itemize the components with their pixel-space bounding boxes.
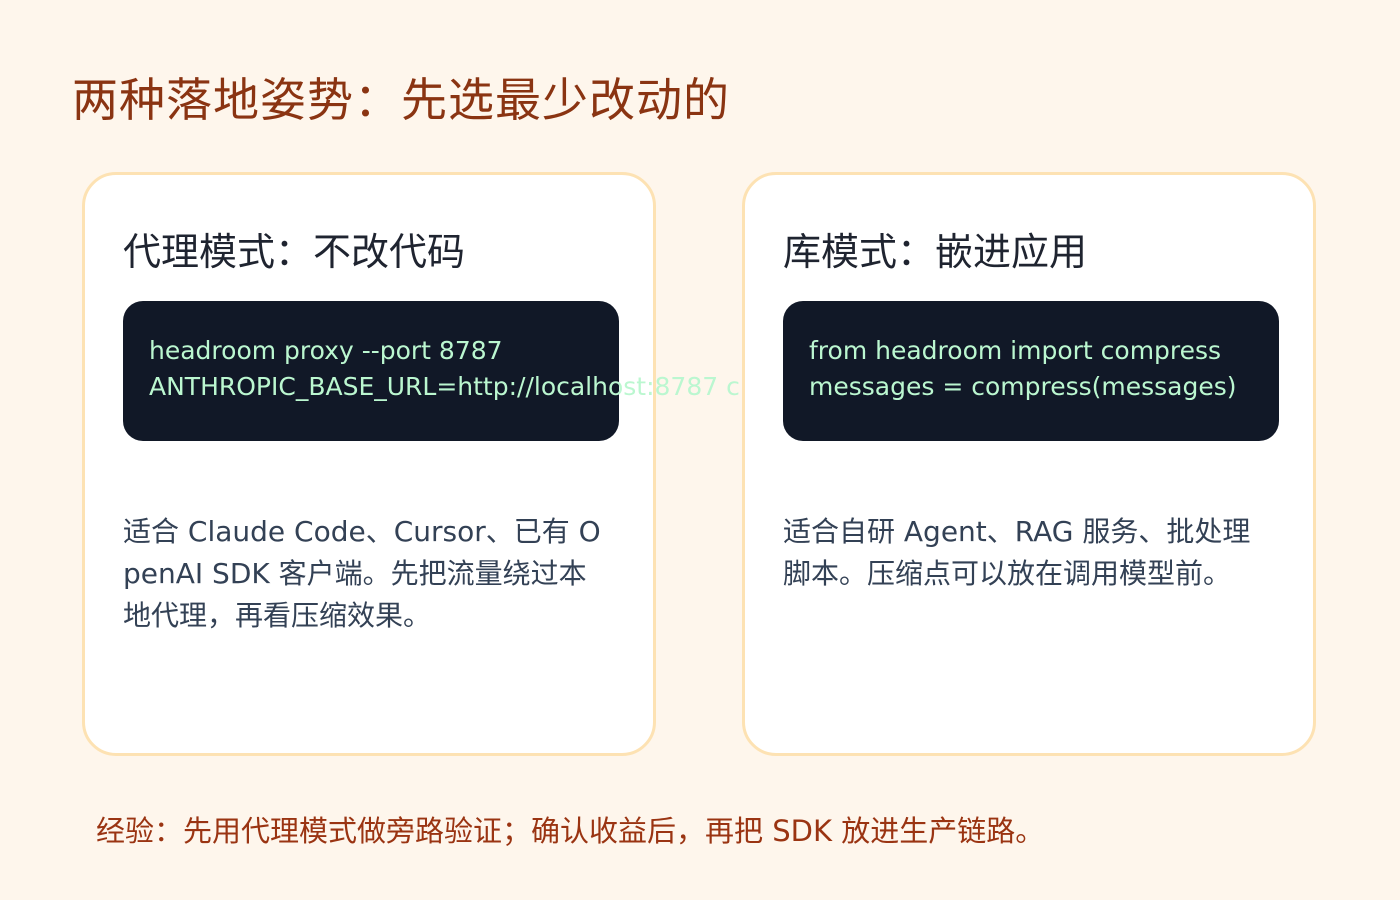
- code-line: headroom proxy --port 8787: [149, 336, 503, 365]
- library-mode-card: 库模式：嵌进应用 from headroom import compress m…: [742, 172, 1316, 756]
- code-line: from headroom import compress: [809, 336, 1222, 365]
- proxy-mode-title: 代理模式：不改代码: [123, 230, 466, 274]
- code-line: ANTHROPIC_BASE_URL=http://localhost:8787…: [149, 372, 740, 401]
- footer-note: 经验：先用代理模式做旁路验证；确认收益后，再把 SDK 放进生产链路。: [96, 814, 1045, 848]
- proxy-mode-code-block: headroom proxy --port 8787 ANTHROPIC_BAS…: [123, 301, 740, 441]
- proxy-mode-description: 适合 Claude Code、Cursor、已有 OpenAI SDK 客户端。…: [123, 515, 601, 632]
- library-mode-code-block: from headroom import compress messages =…: [783, 301, 1279, 441]
- page-title: 两种落地姿势：先选最少改动的: [72, 73, 730, 127]
- library-mode-title: 库模式：嵌进应用: [783, 230, 1088, 274]
- code-line: messages = compress(messages): [809, 372, 1237, 401]
- proxy-mode-card: 代理模式：不改代码 headroom proxy --port 8787 ANT…: [82, 172, 740, 756]
- library-mode-description: 适合自研 Agent、RAG 服务、批处理脚本。压缩点可以放在调用模型前。: [783, 515, 1251, 590]
